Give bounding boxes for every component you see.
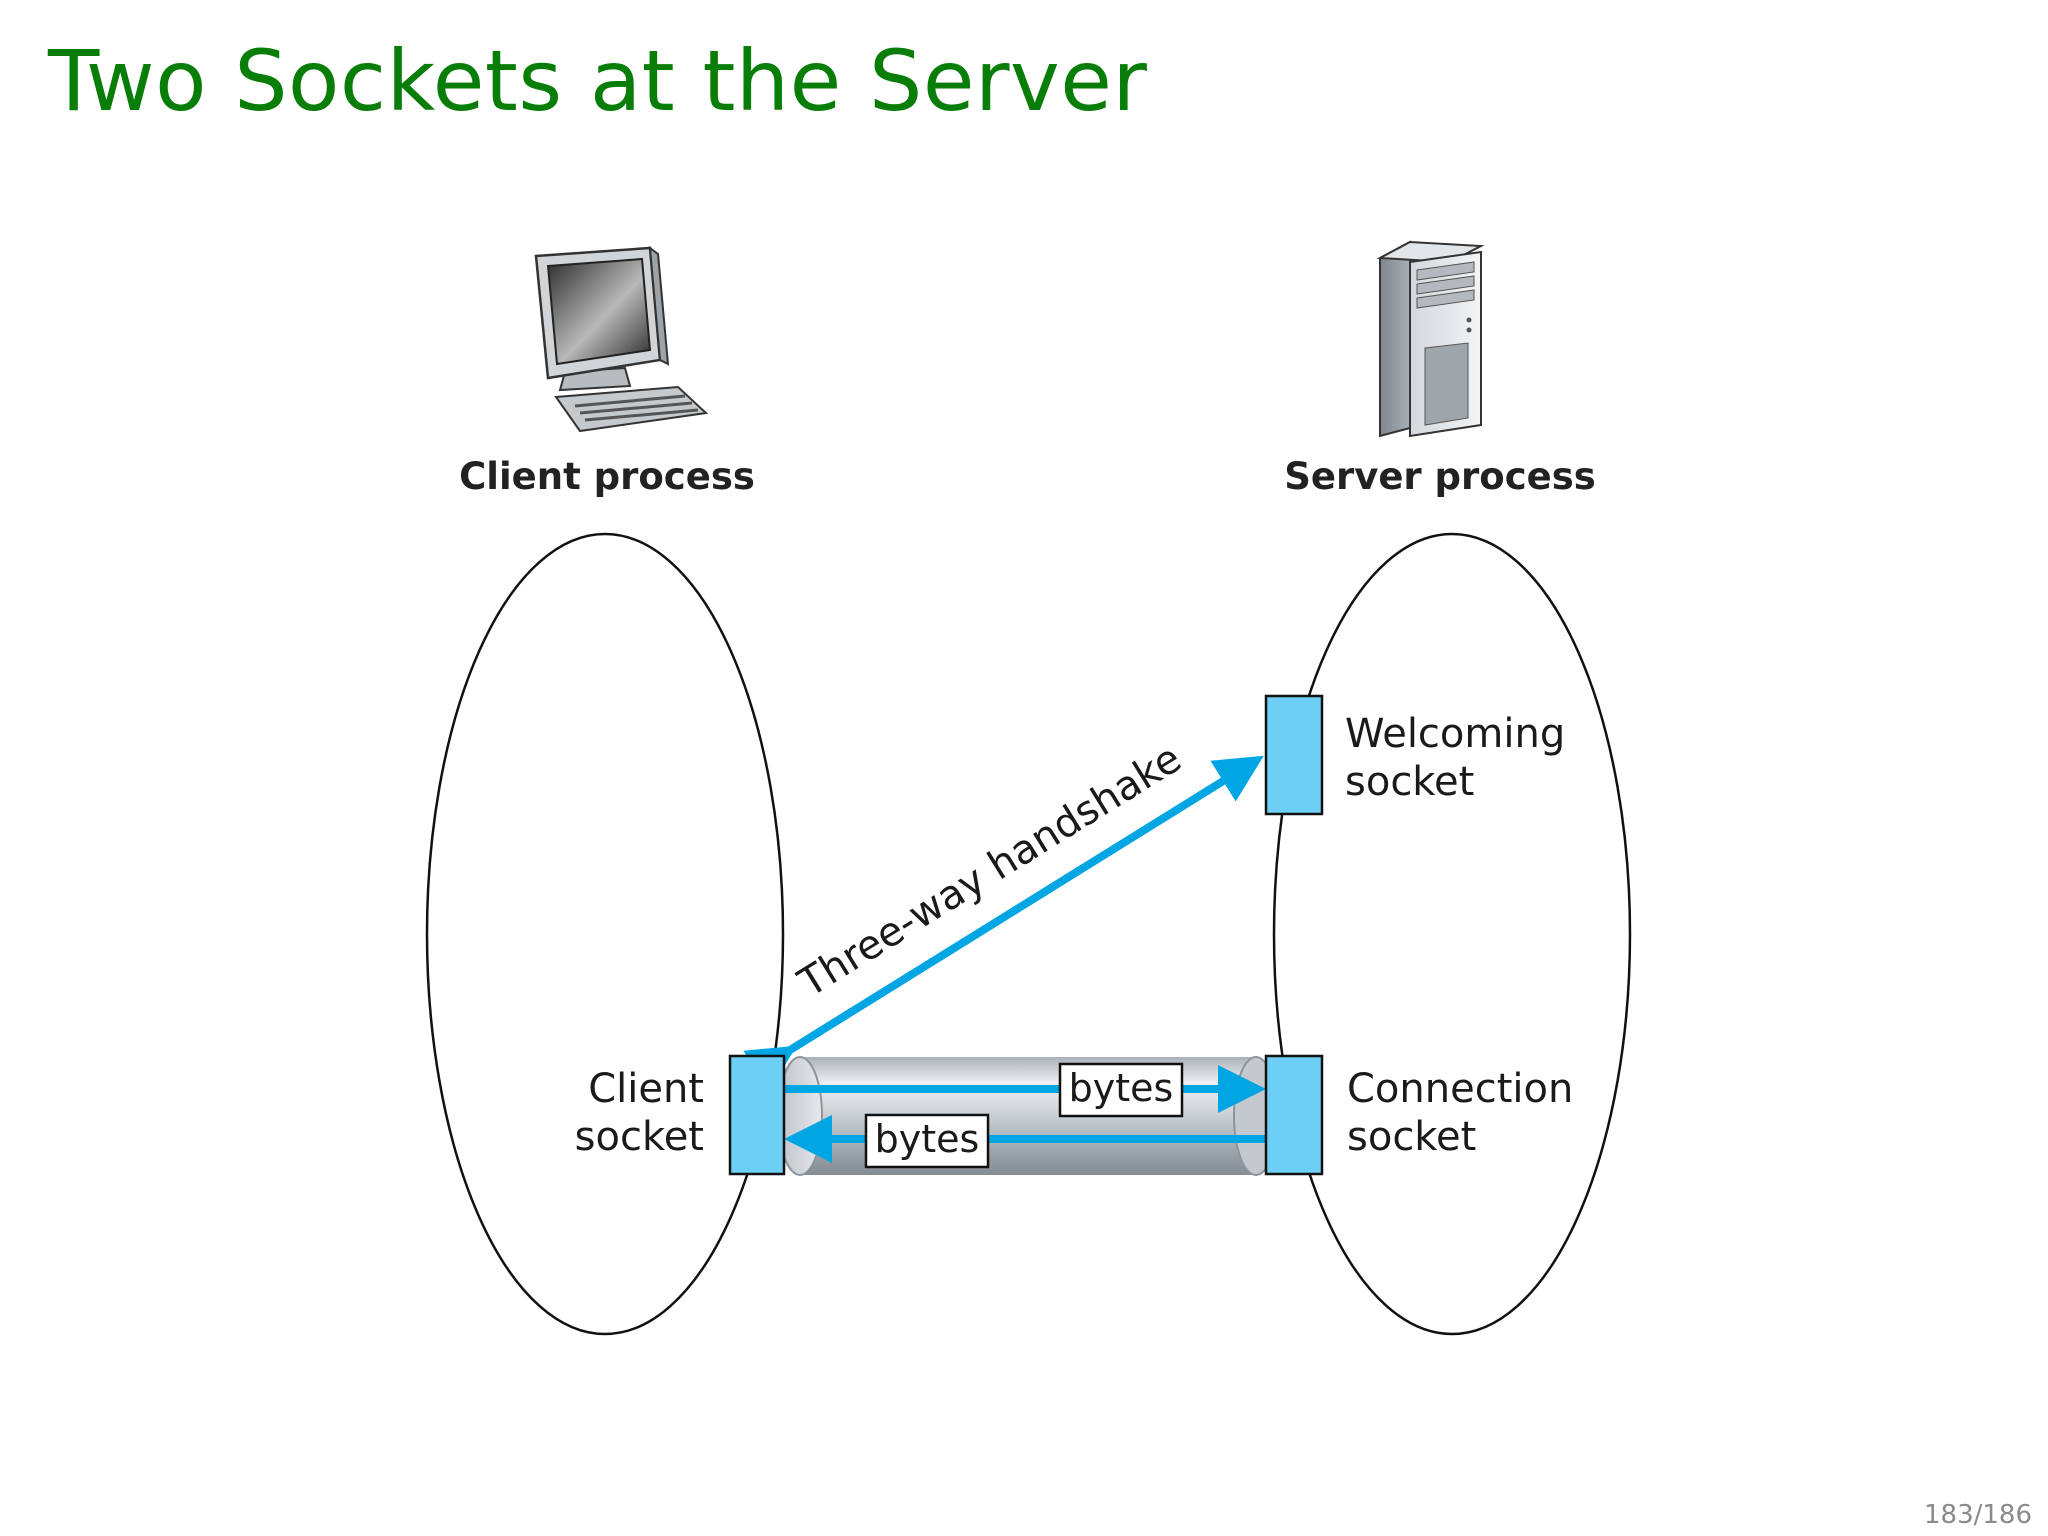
connection-socket-label-line2: socket xyxy=(1347,1114,1476,1160)
welcoming-socket-label-line1: Welcoming xyxy=(1345,711,1565,757)
server-process-ellipse xyxy=(1272,532,1632,1336)
handshake-arrow xyxy=(743,755,1264,1092)
tcp-connection-pipe xyxy=(777,1056,1279,1176)
client-socket xyxy=(728,1054,786,1176)
client-socket-label-line1: Client xyxy=(588,1066,704,1112)
page-number: 183/186 xyxy=(1923,1500,2032,1530)
server-process-label: Server process xyxy=(1284,455,1596,498)
client-process-label: Client process xyxy=(459,455,755,498)
server-tower-icon xyxy=(1376,240,1485,438)
client-process-ellipse xyxy=(425,532,785,1336)
bytes-box-to-server xyxy=(1058,1062,1184,1118)
bytes-box-to-client xyxy=(864,1113,990,1169)
welcoming-socket-label-line2: socket xyxy=(1345,759,1474,805)
handshake-label: Three-way handshake xyxy=(790,735,1189,1007)
bytes-label-to-server: bytes xyxy=(1069,1066,1174,1110)
desktop-computer-icon xyxy=(534,245,709,433)
welcoming-socket xyxy=(1264,694,1324,816)
bytes-label-to-client: bytes xyxy=(875,1117,980,1161)
slide-title: Two Sockets at the Server xyxy=(48,32,1148,130)
connection-socket-label-line1: Connection xyxy=(1347,1066,1573,1112)
connection-socket xyxy=(1264,1054,1324,1176)
client-socket-label-line2: socket xyxy=(575,1114,704,1160)
